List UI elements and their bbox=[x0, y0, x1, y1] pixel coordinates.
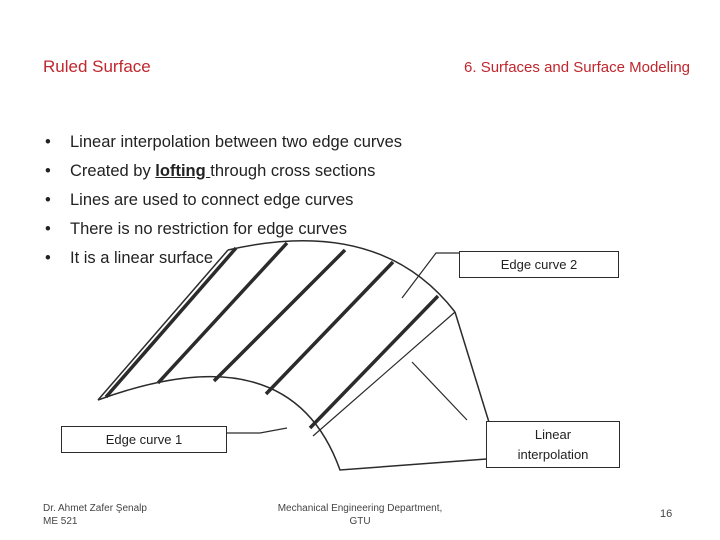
footer-department: Mechanical Engineering Department, GTU bbox=[250, 502, 470, 528]
leader-edge-curve-1 bbox=[227, 427, 288, 434]
bullet-marker: • bbox=[45, 220, 51, 238]
page-number: 16 bbox=[660, 508, 673, 520]
bullet-marker: • bbox=[45, 191, 51, 209]
linear-interpolation-label: Linear interpolation bbox=[486, 421, 620, 468]
interpolation-line bbox=[312, 311, 456, 437]
edge-curve-1-text: Edge curve 1 bbox=[105, 431, 183, 447]
interpolation-text-line2: interpolation bbox=[517, 446, 589, 462]
surface-left-edge bbox=[97, 249, 229, 401]
bullet-item: • Lines are used to connect edge curves bbox=[45, 189, 402, 218]
bullet-item: • Linear interpolation between two edge … bbox=[45, 131, 402, 160]
ruling-line bbox=[308, 294, 440, 430]
bullet-text: It is a linear surface bbox=[70, 249, 214, 267]
bullet-text: Linear interpolation between two edge cu… bbox=[70, 133, 403, 151]
footer-author: Dr. Ahmet Zafer Şenalp ME 521 bbox=[43, 502, 147, 528]
bullet-text-before: Created by bbox=[70, 162, 156, 180]
author-name: Dr. Ahmet Zafer Şenalp bbox=[43, 503, 147, 514]
course-code: ME 521 bbox=[43, 516, 78, 527]
edge-curve-2-label: Edge curve 2 bbox=[459, 251, 619, 278]
bullet-item: • It is a linear surface bbox=[45, 247, 402, 276]
bullet-text: There is no restriction for edge curves bbox=[70, 220, 347, 238]
ruling-line bbox=[156, 241, 289, 385]
bullet-text-after: through cross sections bbox=[210, 162, 376, 180]
edge-curve-2 bbox=[227, 240, 456, 313]
bullet-list: • Linear interpolation between two edge … bbox=[45, 131, 402, 276]
edge-curve-2-text: Edge curve 2 bbox=[500, 256, 578, 272]
bullet-item: • Created by lofting through cross secti… bbox=[45, 160, 402, 189]
bullet-item: • There is no restriction for edge curve… bbox=[45, 218, 402, 247]
interpolation-lines bbox=[312, 311, 468, 437]
ruling-line bbox=[264, 260, 395, 396]
interpolation-line bbox=[411, 361, 468, 421]
interpolation-text-line1: Linear bbox=[534, 426, 572, 442]
leader-lines bbox=[227, 252, 459, 434]
lofting-term: lofting bbox=[155, 162, 211, 180]
leader-edge-curve-2 bbox=[401, 252, 459, 299]
bullet-marker: • bbox=[45, 133, 51, 151]
ruling-line bbox=[104, 246, 238, 399]
institution: GTU bbox=[349, 516, 371, 527]
bullet-marker: • bbox=[45, 162, 51, 180]
section-title: 6. Surfaces and Surface Modeling bbox=[464, 59, 690, 76]
slide-title: Ruled Surface bbox=[43, 57, 151, 76]
ruling-lines bbox=[104, 241, 440, 430]
department-name: Mechanical Engineering Department, bbox=[277, 503, 443, 514]
ruling-line bbox=[212, 248, 347, 383]
edge-curve-1-label: Edge curve 1 bbox=[61, 426, 227, 453]
bullet-text: Lines are used to connect edge curves bbox=[70, 191, 354, 209]
edge-curve-1 bbox=[97, 375, 501, 471]
bullet-marker: • bbox=[45, 249, 51, 267]
